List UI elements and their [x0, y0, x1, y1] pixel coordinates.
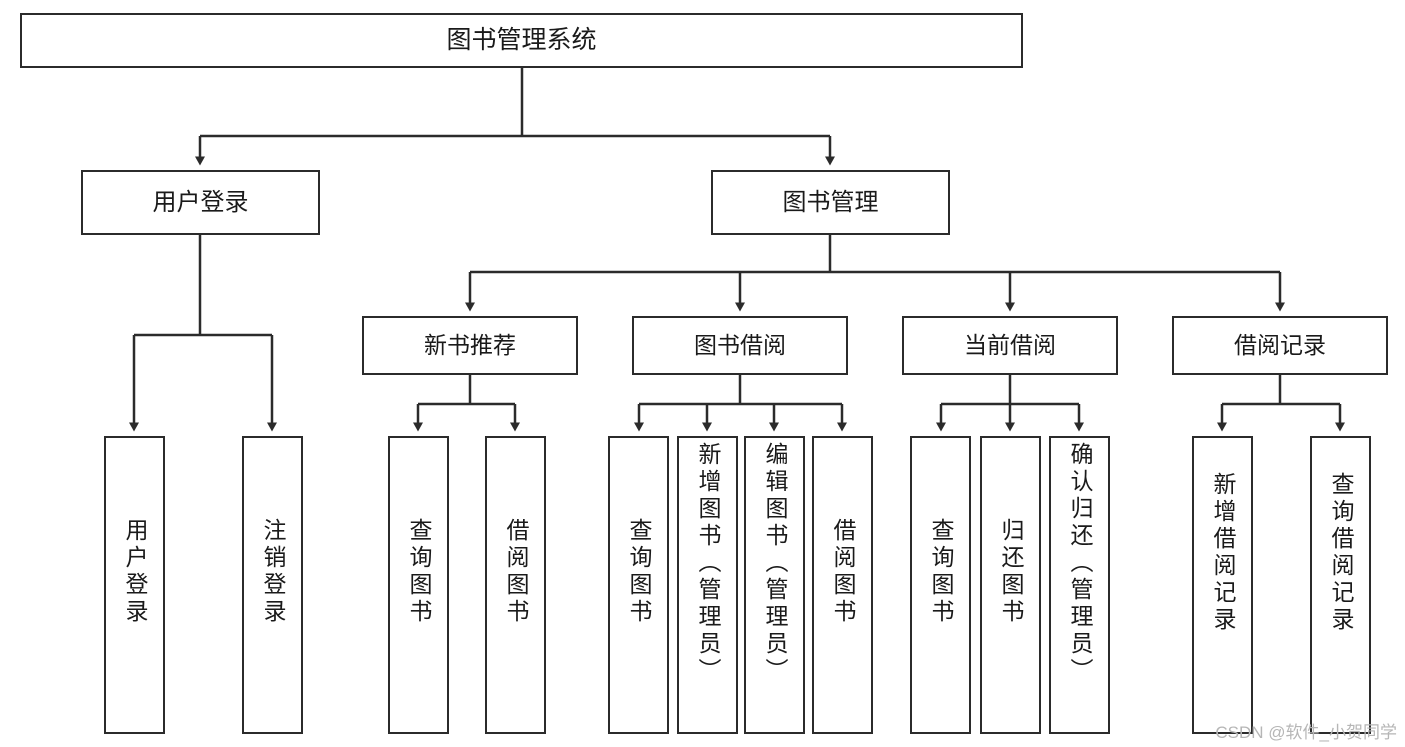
node-book-borrow-label: 图书借阅 — [694, 332, 786, 359]
node-book-management[interactable]: 图书管理 — [711, 170, 950, 235]
leaf-current-query-book[interactable]: 查询图书 — [910, 436, 971, 734]
leaf-current-return-book[interactable]: 归还图书 — [980, 436, 1041, 734]
node-new-book-recommend-label: 新书推荐 — [424, 332, 516, 359]
node-borrow-record[interactable]: 借阅记录 — [1172, 316, 1388, 375]
leaf-user-login-logout[interactable]: 注销登录 — [242, 436, 303, 734]
leaf-current-confirm-return-admin[interactable]: 确认归还（管理员） — [1049, 436, 1110, 734]
leaf-record-query-record[interactable]: 查询借阅记录 — [1310, 436, 1371, 734]
leaf-user-login-login-label: 用户登录 — [122, 518, 148, 626]
leaf-current-return-book-label: 归还图书 — [998, 518, 1024, 626]
node-book-management-label: 图书管理 — [782, 188, 879, 216]
leaf-new-book-query[interactable]: 查询图书 — [388, 436, 449, 734]
node-new-book-recommend[interactable]: 新书推荐 — [362, 316, 578, 375]
leaf-new-book-borrow[interactable]: 借阅图书 — [485, 436, 546, 734]
node-current-borrow-label: 当前借阅 — [964, 332, 1056, 359]
leaf-current-confirm-return-admin-label: 确认归还（管理员） — [1067, 442, 1093, 685]
leaf-borrow-add-book-admin-label: 新增图书（管理员） — [695, 442, 721, 685]
leaf-borrow-borrow-book-label: 借阅图书 — [830, 518, 856, 626]
node-user-login-label: 用户登录 — [152, 188, 249, 216]
watermark-text: CSDN @软件_小贺同学 — [1215, 723, 1397, 742]
leaf-current-query-book-label: 查询图书 — [928, 518, 954, 626]
leaf-borrow-query-book[interactable]: 查询图书 — [608, 436, 669, 734]
node-root-label: 图书管理系统 — [446, 25, 597, 54]
leaf-borrow-add-book-admin[interactable]: 新增图书（管理员） — [677, 436, 738, 734]
leaf-user-login-login[interactable]: 用户登录 — [104, 436, 165, 734]
leaf-new-book-query-label: 查询图书 — [406, 518, 432, 626]
node-user-login[interactable]: 用户登录 — [81, 170, 320, 235]
leaf-record-query-record-label: 查询借阅记录 — [1328, 472, 1354, 634]
leaf-borrow-edit-book-admin-label: 编辑图书（管理员） — [762, 442, 788, 685]
leaf-borrow-borrow-book[interactable]: 借阅图书 — [812, 436, 873, 734]
leaf-borrow-edit-book-admin[interactable]: 编辑图书（管理员） — [744, 436, 805, 734]
node-borrow-record-label: 借阅记录 — [1234, 332, 1326, 359]
leaf-user-login-logout-label: 注销登录 — [260, 518, 286, 626]
leaf-new-book-borrow-label: 借阅图书 — [503, 518, 529, 626]
leaf-record-add-record[interactable]: 新增借阅记录 — [1192, 436, 1253, 734]
leaf-record-add-record-label: 新增借阅记录 — [1210, 472, 1236, 634]
node-current-borrow[interactable]: 当前借阅 — [902, 316, 1118, 375]
node-book-borrow[interactable]: 图书借阅 — [632, 316, 848, 375]
leaf-borrow-query-book-label: 查询图书 — [626, 518, 652, 626]
node-root-book-management-system[interactable]: 图书管理系统 — [20, 13, 1023, 68]
